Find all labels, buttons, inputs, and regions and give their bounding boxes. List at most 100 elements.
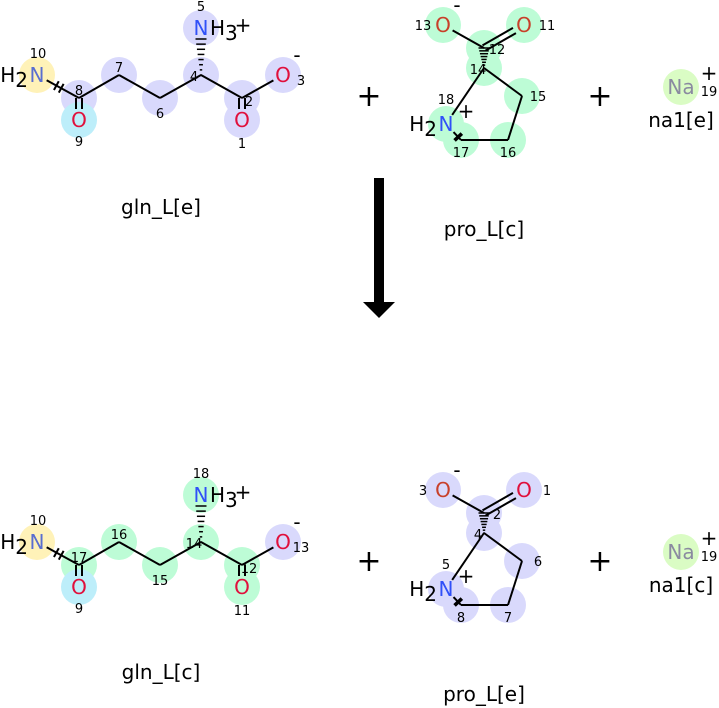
charge-label: +	[458, 564, 475, 588]
atom-index: 5	[197, 0, 205, 15]
atom-label: N	[439, 112, 454, 136]
molecule-name: gln_L[c]	[122, 660, 201, 684]
charge-label: +	[235, 13, 252, 37]
atom-index: 9	[75, 602, 83, 617]
atom-index: 1	[238, 137, 246, 152]
atom-index: 10	[30, 47, 47, 62]
charge-label: +	[701, 61, 718, 85]
atom-index: 19	[701, 550, 718, 565]
molecule-name: na1[e]	[648, 108, 714, 132]
charge-label: +	[701, 526, 718, 550]
atom-highlight	[425, 7, 461, 43]
atom-index: 17	[71, 551, 88, 566]
molecule-name: pro_L[e]	[443, 682, 525, 706]
bond-stereo-mark	[53, 547, 60, 558]
atom-label: N	[30, 530, 45, 554]
atom-index: 18	[438, 93, 455, 108]
atom-index: 10	[30, 514, 47, 529]
bond-stereo-mark	[53, 80, 60, 91]
bond	[483, 67, 523, 97]
bond	[241, 546, 274, 566]
atom-highlight	[265, 57, 301, 93]
bond-stereo-mark	[57, 550, 65, 561]
atom-index: 4	[190, 70, 198, 85]
bond	[451, 67, 485, 116]
atom-index: 15	[530, 90, 547, 105]
atom-index: 3	[419, 484, 427, 499]
bond	[200, 74, 243, 99]
bond	[484, 497, 517, 517]
atom-index: 8	[457, 611, 465, 626]
charge-label: -	[453, 458, 460, 482]
plus-sign: +	[356, 544, 381, 579]
hydrogen-label: H2	[0, 63, 28, 92]
plus-sign: +	[587, 79, 612, 114]
atom-label: Na	[667, 540, 694, 564]
atom-index: 2	[493, 508, 501, 523]
atom-index: 16	[111, 528, 128, 543]
bond-stereo-mark	[453, 597, 462, 606]
bond-stereo-mark	[454, 598, 464, 607]
atom-index: 11	[234, 604, 251, 619]
hydrogen-label: H2	[0, 530, 28, 559]
atom-highlight	[19, 57, 55, 93]
atom-highlight	[663, 534, 699, 570]
hydrogen-label: H2	[409, 112, 437, 141]
atom-highlight	[265, 524, 301, 560]
plus-sign: +	[587, 544, 612, 579]
atom-label: O	[516, 478, 532, 502]
molecule-name: na1[c]	[649, 573, 713, 597]
hydrogen-label: H3	[210, 16, 238, 45]
atom-highlight	[61, 569, 97, 605]
atom-index: 5	[442, 558, 450, 573]
bond	[159, 74, 202, 99]
atom-index: 16	[500, 146, 517, 161]
charge-label: -	[293, 510, 300, 534]
atom-index: 3	[297, 74, 305, 89]
atom-label: Na	[667, 75, 694, 99]
atom-index: 12	[489, 43, 506, 58]
bond	[484, 32, 517, 52]
bond	[118, 541, 161, 566]
bond	[118, 74, 161, 99]
atom-label: O	[234, 108, 250, 132]
atom-index: 4	[474, 528, 482, 543]
atom-label: O	[275, 530, 291, 554]
bond	[451, 532, 485, 581]
atom-label: O	[275, 63, 291, 87]
atom-index: 8	[75, 84, 83, 99]
bond	[159, 541, 202, 566]
atom-highlight	[183, 477, 219, 513]
atom-index: 7	[115, 61, 123, 76]
atom-label: O	[435, 13, 451, 37]
atom-index: 15	[152, 574, 169, 589]
hydrogen-label: H3	[210, 483, 238, 512]
bond	[452, 494, 485, 514]
atom-index: 18	[193, 467, 210, 482]
bond	[482, 492, 514, 512]
reaction-arrow	[363, 178, 395, 318]
atom-index: 14	[186, 537, 203, 552]
atom-index: 13	[415, 19, 432, 34]
bond	[200, 541, 243, 566]
atom-index: 13	[293, 541, 310, 556]
atom-label: N	[194, 483, 209, 507]
charge-label: -	[453, 0, 460, 17]
molecule-name: pro_L[c]	[444, 217, 524, 241]
atom-label: N	[439, 577, 454, 601]
atom-label: N	[30, 63, 45, 87]
bond	[482, 27, 514, 47]
atom-label: O	[516, 13, 532, 37]
charge-label: +	[458, 99, 475, 123]
atom-index: 6	[156, 107, 164, 122]
plus-sign: +	[356, 79, 381, 114]
atom-label: O	[234, 575, 250, 599]
atom-index: 7	[504, 611, 512, 626]
atom-index: 11	[539, 19, 556, 34]
atom-highlight	[183, 10, 219, 46]
bond	[241, 79, 274, 99]
atom-label: O	[435, 478, 451, 502]
